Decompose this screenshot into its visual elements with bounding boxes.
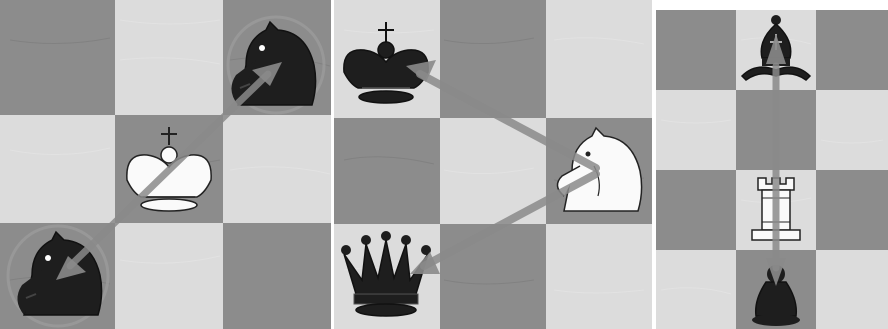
square	[816, 250, 888, 329]
board-panel-1	[0, 0, 331, 329]
chess-diagram-panel-3	[656, 0, 888, 329]
square	[440, 0, 546, 118]
square	[115, 223, 223, 329]
chess-diagram-panel-1	[0, 0, 331, 329]
square	[656, 90, 736, 170]
square	[656, 170, 736, 250]
square	[816, 170, 888, 250]
square	[334, 118, 440, 224]
board-panel-3	[656, 0, 888, 329]
square	[546, 0, 652, 118]
board-panel-2	[334, 0, 652, 329]
chess-diagram-panel-2	[334, 0, 652, 329]
square	[440, 224, 546, 329]
square	[223, 223, 331, 329]
square	[656, 250, 736, 329]
square	[546, 224, 652, 329]
square	[816, 90, 888, 170]
square	[656, 10, 736, 90]
square	[816, 10, 888, 90]
square	[0, 0, 115, 115]
square	[0, 115, 115, 223]
